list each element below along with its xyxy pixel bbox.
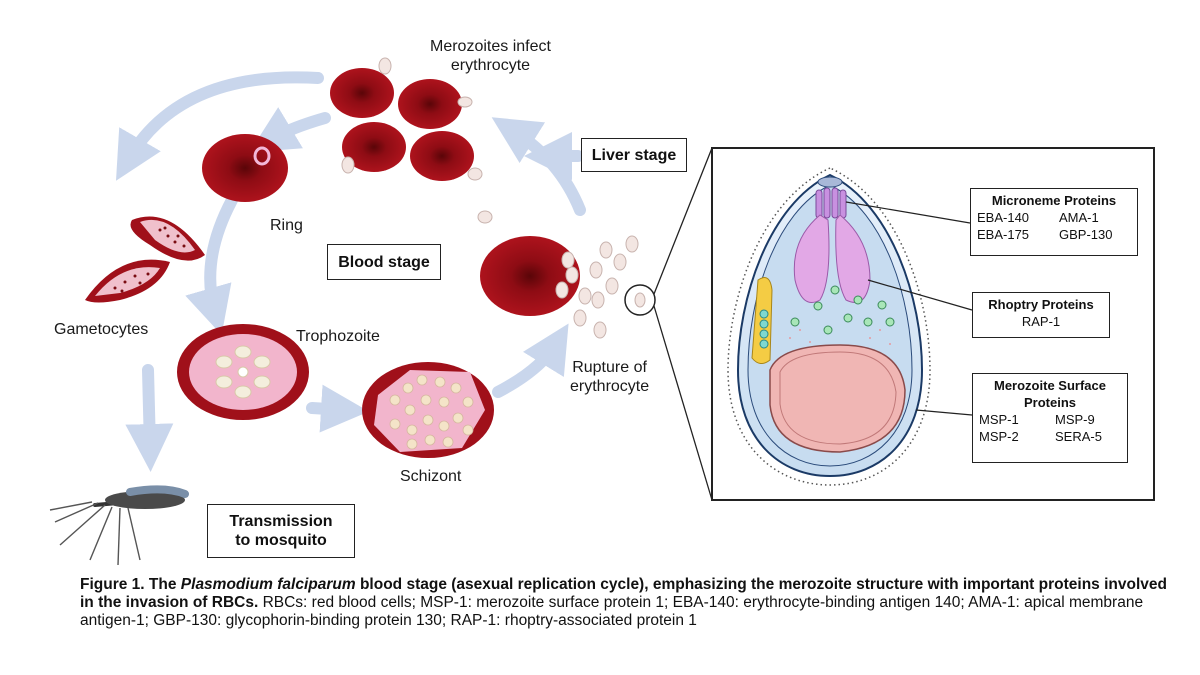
ring-stage (202, 134, 288, 202)
protein-item: AMA-1 (1059, 210, 1099, 225)
label-liver-stage: Liver stage (581, 138, 687, 172)
rbc (480, 236, 580, 316)
protein-item: EBA-175 (977, 227, 1030, 242)
label-transmission: Transmission to mosquito (207, 504, 355, 558)
protein-item: MSP-1 (979, 412, 1019, 427)
ring-parasite (253, 146, 271, 166)
label-trophozoite: Trophozoite (296, 328, 380, 345)
gametocytes (85, 216, 205, 303)
merozoite-outline (727, 167, 931, 486)
lifecycle-diagram (49, 57, 1155, 566)
protein-item: SERA-5 (1055, 429, 1102, 444)
rhoptry-proteins-box: Rhoptry Proteins RAP-1 (972, 292, 1110, 338)
label-rupture: Rupture of erythrocyte (570, 359, 650, 395)
schizont-stage (362, 362, 494, 458)
free-merozoites (341, 57, 493, 224)
microneme-proteins-box: Microneme Proteins EBA-140 AMA-1 EBA-175… (970, 188, 1138, 256)
rhoptry (793, 214, 830, 303)
caption-bold-b: blood stage (asexual replication cycle),… (80, 576, 1167, 611)
label-ring: Ring (270, 217, 303, 234)
caption-bold-a: The (148, 576, 181, 593)
surface-title: Merozoite Surface Proteins (994, 378, 1106, 410)
rbc (202, 134, 288, 202)
rbc (398, 79, 462, 129)
arrow-rupture-to-merozoites (491, 117, 586, 216)
protein-item: MSP-9 (1055, 412, 1095, 427)
rbc-cluster (330, 57, 493, 224)
arrow-schizont-to-rupture (492, 323, 569, 398)
rbc (342, 122, 406, 172)
label-blood-stage: Blood stage (327, 244, 441, 280)
nucleus (769, 344, 906, 453)
arrow-ring-to-trophozoite (185, 194, 238, 336)
caption-rest: RBCs: red blood cells; MSP-1: merozoite … (80, 594, 1144, 629)
protein-item: EBA-140 (977, 210, 1030, 225)
rhoptry-title: Rhoptry Proteins (988, 297, 1094, 312)
label-gametocytes: Gametocytes (54, 321, 149, 338)
arrow-to-mosquito (125, 364, 174, 472)
protein-item: RAP-1 (1021, 314, 1061, 329)
arrow-to-ring (249, 107, 331, 153)
protein-item: MSP-2 (979, 429, 1019, 444)
rupture-stage (480, 235, 656, 339)
label-schizont: Schizont (400, 468, 462, 485)
protein-item: GBP-130 (1059, 227, 1113, 242)
label-merozoites: Merozoites infect erythrocyte (430, 38, 551, 74)
trophozoite-stage (177, 324, 309, 420)
arrow-trophozoite-to-schizont (306, 384, 369, 433)
caption-species: Plasmodium falciparum (180, 576, 356, 593)
caption-figure-number: Figure 1. (80, 576, 145, 593)
figure-caption: Figure 1. The Plasmodium falciparum bloo… (80, 576, 1170, 630)
cycle-arrows (115, 71, 586, 472)
microneme-title: Microneme Proteins (991, 193, 1117, 208)
mosquito-icon (49, 485, 189, 566)
merozoite (727, 167, 931, 486)
rbc (330, 68, 394, 118)
surface-proteins-box: Merozoite Surface Proteins MSP-1 MSP-9 M… (972, 373, 1128, 463)
rbc (410, 131, 474, 181)
arrow-to-gametocytes (115, 71, 324, 181)
